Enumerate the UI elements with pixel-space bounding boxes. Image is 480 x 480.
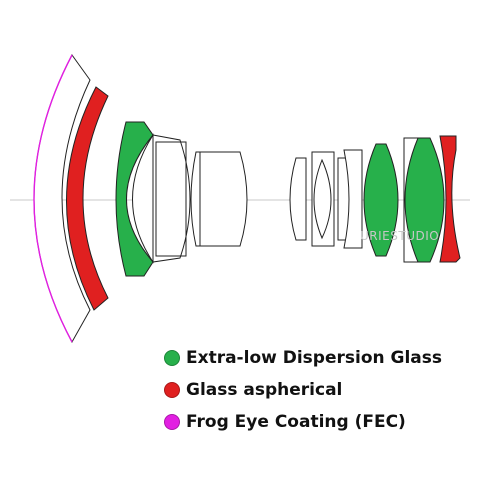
magenta-dot-icon bbox=[164, 414, 180, 430]
legend: Extra-low Dispersion Glass Glass aspheri… bbox=[164, 342, 442, 438]
legend-item-ed-glass: Extra-low Dispersion Glass bbox=[164, 342, 442, 374]
legend-label-ed-glass: Extra-low Dispersion Glass bbox=[186, 348, 443, 368]
lens-element-12 bbox=[343, 149, 363, 249]
lens-element-7 bbox=[190, 151, 248, 247]
lens-element-13-ed bbox=[363, 143, 399, 257]
fec-coating bbox=[33, 54, 73, 343]
lens-element-10 bbox=[313, 158, 332, 240]
green-dot-icon bbox=[164, 350, 180, 366]
legend-item-fec: Frog Eye Coating (FEC) bbox=[164, 406, 442, 438]
red-dot-icon bbox=[164, 382, 180, 398]
legend-label-fec: Frog Eye Coating (FEC) bbox=[186, 412, 406, 432]
lens-element-6 bbox=[155, 141, 187, 257]
watermark: URIESTUDIO bbox=[360, 229, 439, 243]
legend-item-aspherical: Glass aspherical bbox=[164, 374, 442, 406]
legend-label-aspherical: Glass aspherical bbox=[186, 380, 343, 400]
lens-element-15-ed bbox=[404, 137, 445, 263]
lens-element-2-aspherical bbox=[66, 86, 109, 311]
lens-element-16-aspherical bbox=[439, 135, 461, 263]
lens-element-4 bbox=[132, 133, 154, 264]
lens-element-8 bbox=[289, 157, 307, 241]
lens-element-5 bbox=[152, 134, 191, 263]
